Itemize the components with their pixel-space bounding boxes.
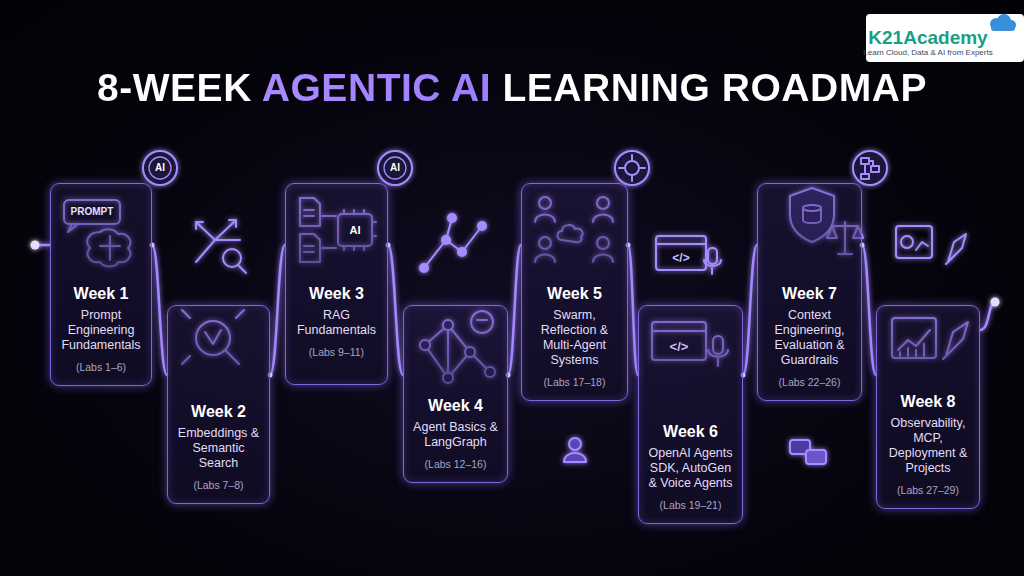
topic-text: RAG Fundamentals — [291, 308, 382, 338]
lab-range: (Labs 27–29) — [897, 484, 959, 497]
flow-connector — [628, 245, 638, 375]
lab-range: (Labs 17–18) — [544, 376, 606, 389]
lab-range: (Labs 22–26) — [779, 376, 841, 389]
week-card: Week 6 OpenAI Agents SDK, AutoGen & Voice… — [638, 305, 743, 524]
flow-connector — [862, 245, 876, 375]
week-heading: Week 1 — [74, 284, 129, 304]
cloud-icon — [990, 14, 1016, 31]
flow-connector — [508, 245, 521, 375]
code-symbol: </> — [672, 252, 689, 264]
lab-range: (Labs 19–21) — [660, 499, 722, 512]
week-heading: Week 7 — [782, 284, 837, 304]
topic-text: Agent Basics & LangGraph — [409, 420, 502, 450]
lab-range: (Labs 1–6) — [76, 361, 126, 374]
badge-text: AI — [390, 163, 400, 173]
topic-text: Context Engineering, Evaluation & Guardr… — [763, 308, 856, 368]
week-card: Week 5 Swarm, Reflection & Multi-Agent Sy… — [521, 183, 628, 401]
week-heading: Week 3 — [309, 284, 364, 304]
logo-tagline: Learn Cloud, Data & AI from Experts — [863, 49, 992, 57]
flow-connector — [270, 245, 285, 375]
code-symbol: </> — [670, 340, 689, 353]
week-heading: Week 8 — [901, 392, 956, 412]
week-heading: Week 5 — [547, 284, 602, 304]
week-card: Week 4 Agent Basics & LangGraph (Labs 12–1… — [403, 305, 508, 483]
week-card: Week 3 RAG Fundamentals (Labs 9–11) — [285, 183, 388, 385]
topic-text: OpenAI Agents SDK, AutoGen & Voice Agent… — [644, 446, 737, 491]
topic-text: Observability, MCP, Deployment & Project… — [882, 416, 974, 476]
badge-text: AI — [155, 163, 165, 173]
week-card: Week 2 Embeddings & Semantic Search (Labs … — [167, 305, 270, 504]
topic-text: Prompt Engineering Fundamentals — [56, 308, 146, 353]
lab-range: (Labs 12–16) — [425, 458, 487, 471]
flow-connector — [152, 245, 167, 375]
lab-range: (Labs 7–8) — [193, 479, 243, 492]
week-card: Week 7 Context Engineering, Evaluation & … — [757, 183, 862, 401]
topic-text: Swarm, Reflection & Multi-Agent Systems — [527, 308, 622, 368]
chip-text: AI — [350, 225, 361, 236]
flow-connector — [743, 245, 757, 375]
week-heading: Week 4 — [428, 396, 483, 416]
icon-text: PROMPT — [71, 207, 114, 217]
week-heading: Week 2 — [191, 402, 246, 422]
flow-connector — [388, 245, 403, 375]
title: 8-WEEK AGENTIC AI LEARNING ROADMAP — [97, 66, 927, 109]
week-heading: Week 6 — [663, 422, 718, 442]
week-card: Week 8 Observability, MCP, Deployment & P… — [876, 305, 980, 509]
lab-range: (Labs 9–11) — [309, 346, 364, 359]
logo-text: K21Academy — [868, 28, 987, 47]
topic-text: Embeddings & Semantic Search — [173, 426, 264, 471]
